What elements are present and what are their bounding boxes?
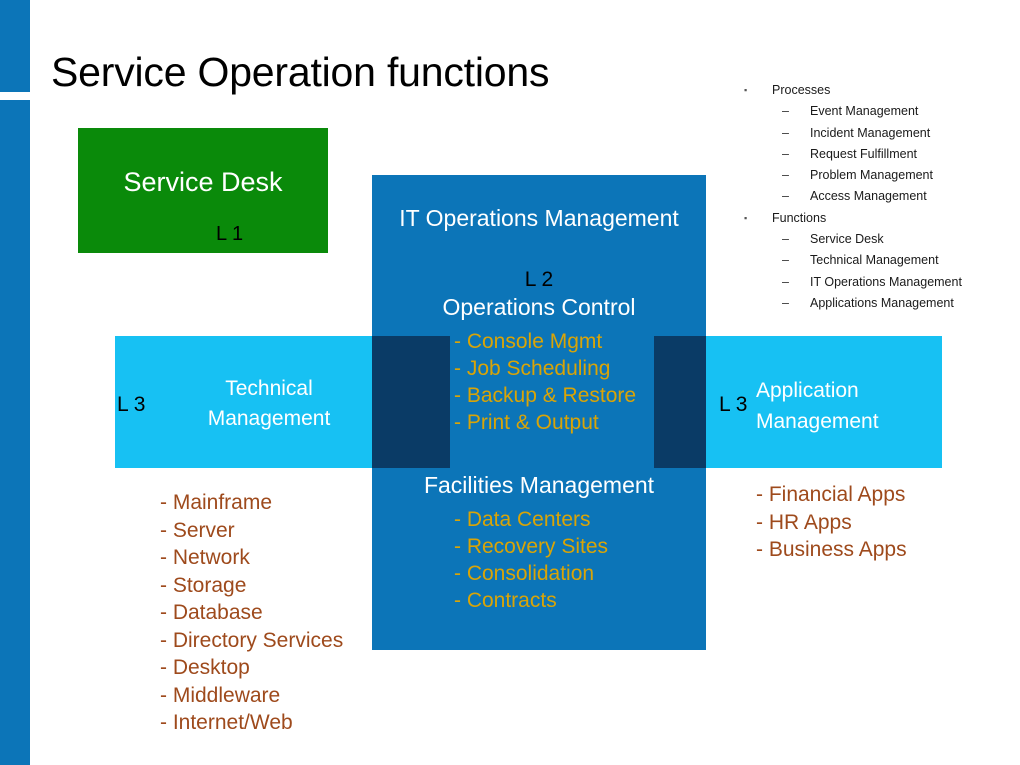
outline-sub-item: – Event Management bbox=[740, 101, 1015, 122]
facilities-management-list: - Data Centers - Recovery Sites - Consol… bbox=[454, 506, 608, 614]
list-item: - Contracts bbox=[454, 589, 557, 612]
service-desk-label: Service Desk bbox=[123, 167, 283, 197]
list-item: - Mainframe bbox=[160, 491, 273, 514]
list-item: - Storage bbox=[160, 573, 247, 597]
dash-icon: – bbox=[782, 232, 789, 247]
dash-icon: – bbox=[782, 104, 789, 119]
application-management-title: Application Management bbox=[756, 375, 946, 437]
technical-management-title-line1: Technical bbox=[225, 377, 313, 400]
technical-management-level-label: L 3 bbox=[117, 393, 146, 416]
technical-management-box bbox=[115, 336, 372, 468]
outline-group-label: Processes bbox=[772, 83, 831, 97]
dash-icon: – bbox=[782, 168, 789, 183]
outline-sub-item-label: Event Management bbox=[810, 104, 919, 119]
facilities-management-title: Facilities Management bbox=[423, 472, 655, 498]
outline-sub-item-label: Problem Management bbox=[810, 168, 933, 183]
list-item: - Directory Services bbox=[160, 628, 344, 652]
list-item: - Financial Apps bbox=[756, 483, 906, 506]
list-item: - Desktop bbox=[160, 656, 250, 679]
list-item: - Print & Output bbox=[454, 411, 599, 434]
list-item: - Server bbox=[160, 518, 235, 542]
outline-sub-item: – Access Management bbox=[740, 186, 1015, 207]
dash-icon: – bbox=[782, 253, 789, 268]
outline-sub-item-label: IT Operations Management bbox=[810, 274, 962, 289]
list-item: - Recovery Sites bbox=[454, 535, 609, 558]
outline-group-heading: ▪ Processes bbox=[740, 80, 1015, 101]
list-item: - Data Centers bbox=[454, 508, 591, 531]
it-operations-management-box: IT Operations Management L 2 Operations … bbox=[372, 175, 706, 650]
bullet-square-icon: ▪ bbox=[744, 85, 748, 95]
left-accent-bar-top bbox=[0, 0, 30, 92]
overlap-shade-right bbox=[654, 336, 706, 468]
list-item: - Middleware bbox=[160, 683, 281, 707]
outline-sub-item-label: Service Desk bbox=[810, 232, 884, 247]
outline-sub-item: – Technical Management bbox=[740, 250, 1015, 271]
bullet-square-icon: ▪ bbox=[744, 212, 748, 223]
list-item: - Network bbox=[160, 546, 250, 569]
application-management-level-label: L 3 bbox=[719, 393, 748, 416]
service-desk-level-label: L 1 bbox=[216, 223, 244, 245]
list-item: - Job Scheduling bbox=[454, 357, 611, 380]
dash-icon: – bbox=[782, 295, 789, 310]
outline-sub-item: – Problem Management bbox=[740, 165, 1015, 186]
outline-sub-item-label: Access Management bbox=[810, 189, 927, 204]
outline-sub-item-label: Incident Management bbox=[810, 125, 931, 140]
list-item: - Backup & Restore bbox=[454, 384, 637, 407]
list-item: - Console Mgmt bbox=[454, 330, 603, 353]
outline-group-heading: ▪ Functions bbox=[740, 208, 1015, 229]
outline-group-label: Functions bbox=[772, 210, 827, 225]
left-accent-bar-bottom bbox=[0, 100, 30, 765]
outline-sub-item-label: Request Fulfillment bbox=[810, 146, 917, 161]
list-item: - Business Apps bbox=[756, 538, 907, 561]
operations-control-title: Operations Control bbox=[442, 294, 636, 320]
list-item: - Database bbox=[160, 601, 263, 624]
list-item: - HR Apps bbox=[756, 510, 852, 534]
outline-panel: ▪ Processes – Event Management – Inciden… bbox=[740, 80, 1015, 314]
outline-sub-item: – Service Desk bbox=[740, 229, 1015, 250]
outline-sub-item: – Applications Management bbox=[740, 293, 1015, 314]
technical-management-title-line2: Management bbox=[207, 407, 331, 430]
dash-icon: – bbox=[782, 125, 789, 140]
outline-sub-item: – Incident Management bbox=[740, 123, 1015, 144]
dash-icon: – bbox=[782, 146, 789, 161]
it-operations-management-title: IT Operations Management bbox=[399, 205, 679, 231]
application-management-box bbox=[706, 336, 942, 468]
list-item: - Internet/Web bbox=[160, 711, 293, 734]
technical-management-list: - Mainframe - Server - Network - Storage… bbox=[160, 489, 343, 737]
list-item: - Consolidation bbox=[454, 562, 595, 585]
outline-sub-item: – Request Fulfillment bbox=[740, 144, 1015, 165]
it-operations-level-label: L 2 bbox=[524, 268, 554, 291]
dash-icon: – bbox=[782, 274, 789, 289]
outline-sub-item-label: Technical Management bbox=[810, 253, 939, 268]
operations-control-list: - Console Mgmt - Job Scheduling - Backup… bbox=[454, 328, 636, 436]
dash-icon: – bbox=[782, 189, 789, 204]
overlap-shade-left bbox=[372, 336, 450, 468]
outline-sub-item-label: Applications Management bbox=[810, 295, 954, 310]
application-management-title-line2: Management bbox=[756, 410, 879, 433]
application-management-list: - Financial Apps - HR Apps - Business Ap… bbox=[756, 481, 907, 564]
service-desk-box: Service Desk bbox=[78, 128, 328, 253]
outline-sub-item: – IT Operations Management bbox=[740, 272, 1015, 293]
technical-management-title: Technical Management bbox=[166, 374, 372, 434]
page-title: Service Operation functions bbox=[51, 49, 550, 95]
application-management-title-line1: Application bbox=[756, 379, 859, 402]
